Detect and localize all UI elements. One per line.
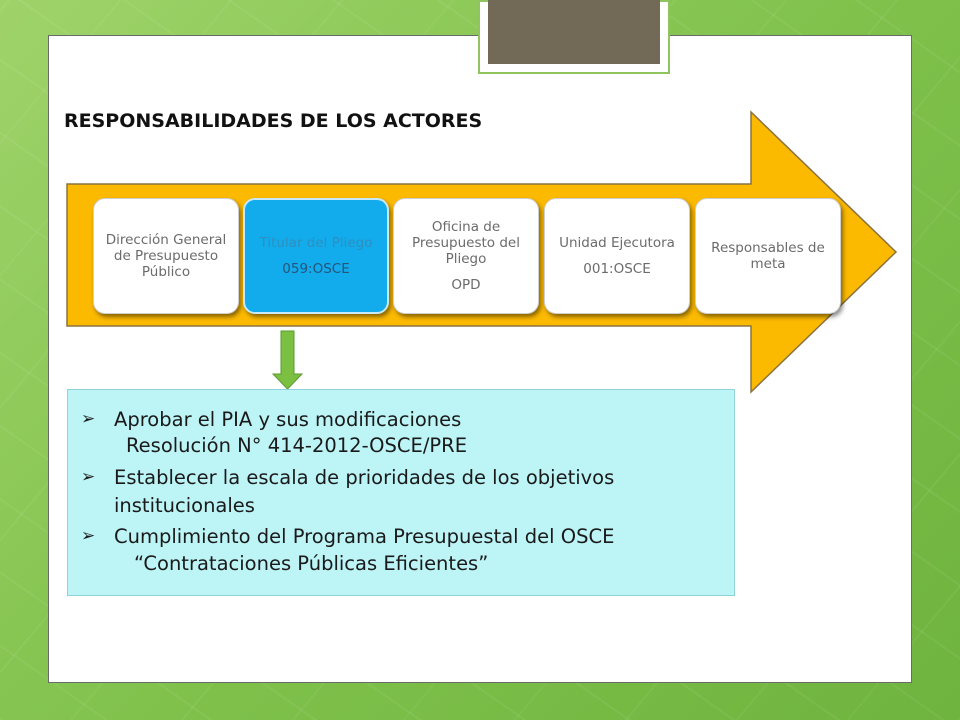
responsibility-text: Cumplimiento del Programa Presupuestal d… — [114, 525, 615, 548]
actor-box-oficina-presupuesto: Oficina de Presupuesto del Pliego OPD — [393, 198, 539, 314]
responsibility-detail: “Contrataciones Públicas Eficientes” — [134, 552, 489, 575]
responsibility-detail: Resolución N° 414-2012-OSCE/PRE — [126, 434, 468, 457]
actor-name: Oficina de Presupuesto del Pliego — [412, 218, 520, 267]
actor-box-dgpp: Dirección General de Presupuesto Público — [93, 198, 239, 314]
actor-name: Dirección General de Presupuesto Público — [105, 231, 227, 281]
actor-code: 059:OSCE — [282, 261, 350, 277]
actor-code: 001:OSCE — [583, 261, 651, 277]
actor-box-responsables-meta: Responsables de meta — [695, 198, 841, 314]
actor-name: Responsables de meta — [711, 239, 825, 272]
actor-code: OPD — [451, 277, 481, 294]
responsibility-text: Establecer la escala de prioridades de l… — [114, 466, 615, 489]
responsibility-text: Aprobar el PIA y sus modificaciones — [114, 408, 462, 431]
bullet-arrow-icon: ➢ — [81, 467, 96, 487]
actor-box-titular-pliego: Titular del Pliego 059:OSCE — [243, 198, 389, 314]
actor-box-unidad-ejecutora: Unidad Ejecutora 001:OSCE — [544, 198, 690, 314]
responsibility-continuation: institucionales — [114, 494, 255, 517]
actor-name: Titular del Pliego — [259, 234, 373, 251]
bullet-arrow-icon: ➢ — [81, 526, 96, 546]
bullet-arrow-icon: ➢ — [81, 409, 96, 429]
actor-name: Unidad Ejecutora — [559, 234, 675, 251]
slide-title: RESPONSABILIDADES DE LOS ACTORES — [64, 110, 483, 132]
responsibilities-box: ➢ Aprobar el PIA y sus modificaciones Re… — [67, 389, 735, 596]
top-decoration-block — [488, 0, 660, 64]
